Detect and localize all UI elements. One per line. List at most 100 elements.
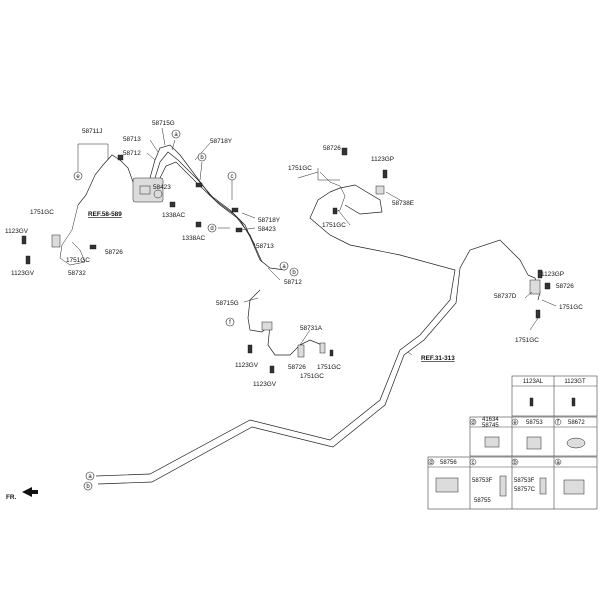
table-part-58753f-c: 58753F <box>472 478 493 484</box>
bolt-1123gv-left-b <box>25 255 31 265</box>
callout-e-left: e <box>73 171 83 181</box>
abs-port <box>153 189 163 199</box>
table-header-1123gt: 1123GT <box>564 379 586 385</box>
nut-1338ac-a <box>169 201 176 208</box>
label-1123gv-b: 1123GV <box>253 381 277 388</box>
label-1338ac-b: 1338AC <box>182 235 205 242</box>
label-1338ac-a: 1338AC <box>162 212 185 219</box>
svg-text:d: d <box>210 226 213 232</box>
bolt-1751gc-right <box>535 309 541 319</box>
upper-right-bracket <box>319 147 388 215</box>
label-58423-b: 58423 <box>258 226 276 233</box>
label-1751gc-h: 1751GC <box>515 337 539 344</box>
callout-c-top: c <box>227 171 237 181</box>
label-1751gc-g: 1751GC <box>559 304 583 311</box>
svg-text:d: d <box>471 420 474 426</box>
svg-text:e: e <box>513 420 517 426</box>
bolt-1751gc-lower <box>329 349 334 357</box>
callout-b-bottom: b <box>83 481 93 491</box>
label-58715g-a: 58715G <box>152 120 175 127</box>
label-58715g-b: 58715G <box>216 300 239 307</box>
label-1123gp-a: 1123GP <box>371 156 394 163</box>
clip-58753f-c-icon <box>499 475 507 497</box>
main-brake-pipes <box>95 184 541 485</box>
svg-text:b: b <box>292 270 296 276</box>
table-part-58755: 58755 <box>474 498 491 504</box>
label-58731a: 58731A <box>300 325 323 332</box>
label-58712-a: 58712 <box>123 150 141 157</box>
label-58712-b: 58712 <box>284 279 302 286</box>
label-58713-b: 58713 <box>256 243 274 250</box>
front-orientation: FR. <box>6 487 38 501</box>
part-labels: 58711J 58715G 58713 58712 58718Y 58423 1… <box>5 120 583 388</box>
abs-valve <box>139 185 151 195</box>
label-1751gc-d: 1751GC <box>66 257 90 264</box>
label-1751gc-f: 1751GC <box>322 222 346 229</box>
table-part-58756: 58756 <box>440 460 457 466</box>
label-1751gc-b: 1751GC <box>300 373 324 380</box>
table-part-58757c: 58757C <box>514 487 536 493</box>
clip-58753-icon <box>526 436 542 450</box>
ref-31-313[interactable]: REF.31-313 <box>421 355 455 362</box>
label-1751gc-a: 1751GC <box>317 364 341 371</box>
svg-text:b: b <box>200 155 204 161</box>
clip-41634-icon <box>484 436 500 448</box>
callout-d-top: d <box>207 223 217 233</box>
table-part-41634: 41634 <box>482 417 499 423</box>
bolt-1123gv-left-a <box>21 235 27 245</box>
svg-text:b: b <box>513 460 517 466</box>
hose-58731a <box>297 344 305 358</box>
leader-lines <box>77 127 557 356</box>
pipe-clip-3 <box>235 227 243 233</box>
label-58726-a: 58726 <box>288 364 306 371</box>
bolt-58726-right <box>544 282 551 290</box>
callout-f-mid: f <box>225 317 235 327</box>
label-1751gc-e: 1751GC <box>288 165 312 172</box>
label-58713-a: 58713 <box>123 136 141 143</box>
bolt-1123gp-right <box>537 269 543 279</box>
label-58726-c: 58726 <box>323 145 341 152</box>
label-58711j: 58711J <box>82 128 103 135</box>
svg-text:a: a <box>88 474 92 480</box>
callout-a-mid: a <box>279 261 289 271</box>
clip-58753f-b-icon <box>539 477 547 495</box>
label-58726-d: 58726 <box>556 283 574 290</box>
label-58718y-a: 58718Y <box>210 138 233 145</box>
table-header-1123al: 1123AL <box>523 379 544 385</box>
clip-58756-icon <box>435 477 459 493</box>
table-part-58672: 58672 <box>568 420 585 426</box>
label-58423-a: 58423 <box>153 184 171 191</box>
svg-text:a: a <box>282 264 286 270</box>
grommet-58672-icon <box>566 437 586 449</box>
bolt-58726-left <box>89 244 97 250</box>
label-1123gv-a: 1123GV <box>235 362 259 369</box>
hose-58737d <box>529 279 541 295</box>
bolt-1123al-icon <box>529 397 534 407</box>
hose-58738e <box>375 185 385 195</box>
callout-b-mid: b <box>289 267 299 277</box>
front-label: FR. <box>6 494 17 501</box>
hose-58732 <box>51 234 61 248</box>
bolt-1123gp-upper <box>382 169 388 179</box>
label-58718y-b: 58718Y <box>258 217 281 224</box>
parts-table: 1123AL 1123GT d 41634 58745 e 58753 f 58… <box>427 375 598 510</box>
callout-a-bottom: a <box>85 471 95 481</box>
clip-a-icon <box>563 479 585 495</box>
bolt-58726-upper <box>341 147 348 156</box>
fitting-58711j <box>117 154 124 161</box>
svg-text:c: c <box>231 174 234 180</box>
nut-1338ac-b <box>195 221 202 228</box>
callout-b-top: b <box>197 152 207 162</box>
label-58737d: 58737D <box>494 293 517 300</box>
abs-assembly <box>59 144 286 271</box>
label-58732: 58732 <box>68 270 86 277</box>
svg-text:f: f <box>229 320 231 326</box>
label-1123gv-d: 1123GV <box>11 270 35 277</box>
ref-58-589[interactable]: REF.58-589 <box>88 211 122 218</box>
front-arrow-icon <box>22 487 38 497</box>
label-1123gv-c: 1123GV <box>5 228 29 235</box>
bolt-1123gv-lower-a <box>247 344 253 354</box>
pipe-clip-1 <box>195 182 203 188</box>
label-1751gc-c: 1751GC <box>30 209 54 216</box>
